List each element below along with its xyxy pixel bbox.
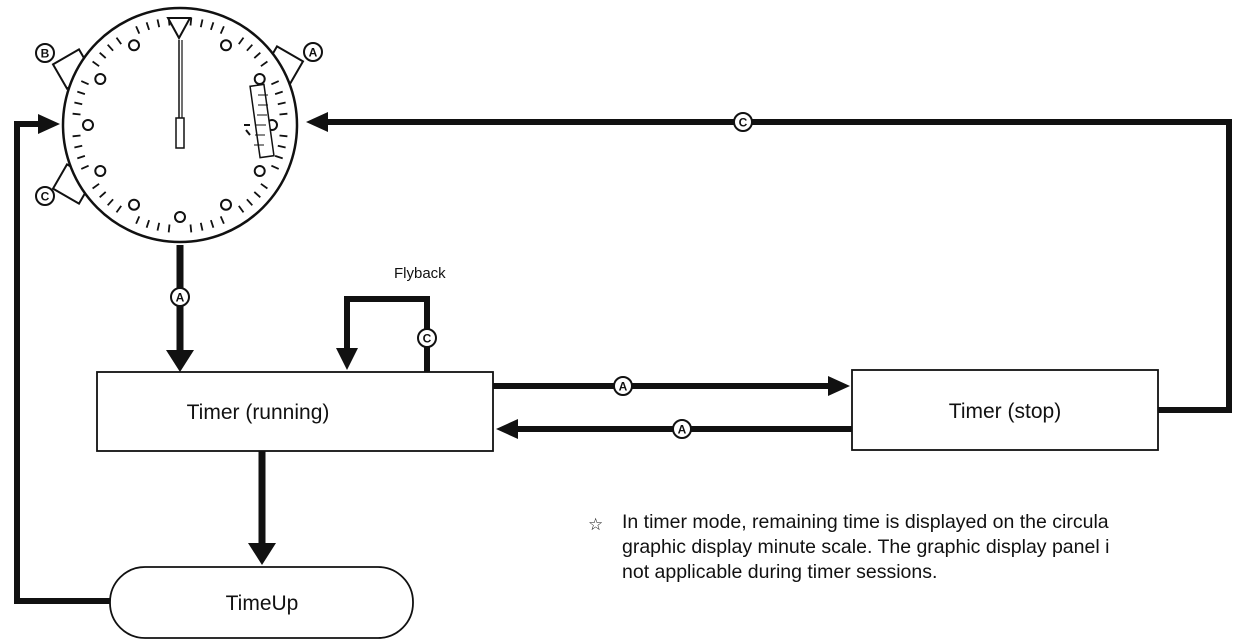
minute-tick (156, 222, 161, 231)
watch-button-a: A (303, 42, 323, 62)
minute-tick (72, 112, 81, 116)
arrow-timeup-to-watch (14, 114, 110, 604)
hour-marker (220, 198, 232, 211)
button-c-letter: C (41, 190, 50, 204)
minute-tick (253, 52, 261, 59)
timeup-label: TimeUp (226, 592, 299, 615)
minute-tick (189, 17, 193, 26)
arrow-stop-to-running: A (496, 419, 852, 439)
hour-marker (128, 198, 140, 211)
minute-tick (115, 37, 122, 45)
flyback-label: Flyback (394, 265, 446, 282)
hour-marker (174, 211, 186, 223)
watch-button-b: B (35, 43, 55, 63)
minute-tick (274, 90, 283, 95)
arrow-label-a: A (176, 291, 185, 305)
minute-tick (99, 52, 107, 59)
minute-tick (246, 44, 253, 52)
minute-tick (210, 22, 215, 31)
timer-mode-note: ☆ In timer mode, remaining time is displ… (588, 510, 1235, 585)
hour-marker (253, 73, 266, 85)
minute-tick (77, 90, 86, 95)
arrow-label-a: A (678, 423, 687, 437)
arrow-running-to-stop: A (493, 376, 850, 396)
minute-tick (167, 224, 171, 233)
timeup-box: TimeUp (109, 566, 414, 639)
arrow-flyback-loop: C (336, 296, 437, 372)
minute-tick (156, 19, 161, 28)
minute-tick (135, 216, 141, 225)
minute-tick (219, 25, 225, 34)
hour-marker (94, 73, 107, 85)
minute-tick (92, 60, 100, 67)
arrow-stop-to-watch: C (306, 112, 1232, 413)
hour-marker (128, 39, 140, 52)
minute-tick (77, 155, 86, 160)
minute-tick (92, 183, 100, 190)
arrow-label-c: C (423, 332, 432, 346)
minute-tick (115, 205, 122, 213)
minute-tick (107, 198, 114, 206)
minute-tick (74, 101, 83, 106)
hour-marker (220, 39, 232, 52)
minute-tick (260, 60, 268, 67)
minute-tick (210, 219, 215, 228)
minute-tick (99, 191, 107, 198)
minute-tick (271, 80, 280, 86)
minute-tick (260, 183, 268, 190)
arrow-watch-to-running: A (166, 245, 194, 372)
star-icon: ☆ (588, 515, 604, 534)
minute-tick (107, 44, 114, 52)
note-line-2: graphic display minute scale. The graphi… (622, 536, 1110, 558)
minute-tick (274, 155, 283, 160)
arrow-label-c: C (739, 116, 748, 130)
minute-tick (74, 144, 83, 149)
timer-stop-box: Timer (stop) (851, 369, 1159, 451)
watch-tick-marks (72, 17, 288, 233)
minute-tick (238, 205, 245, 213)
hour-marker (82, 119, 94, 131)
minute-tick (246, 198, 253, 206)
minute-tick (253, 191, 261, 198)
timer-stop-label: Timer (stop) (949, 400, 1061, 423)
minute-tick (238, 37, 245, 45)
minute-tick (135, 25, 141, 34)
watch-face-icon (51, 6, 305, 244)
minute-tick (199, 222, 204, 231)
button-b-letter: B (41, 47, 50, 61)
note-line-1: In timer mode, remaining time is display… (622, 511, 1109, 533)
hour-marker (94, 165, 107, 177)
note-line-3: not applicable during timer sessions. (622, 561, 938, 583)
minute-tick (145, 22, 150, 31)
arrow-running-to-timeup (248, 451, 276, 565)
timer-running-label: Timer (running) (187, 401, 330, 424)
timer-running-box: Timer (running) (96, 371, 494, 452)
watch-button-c: C (35, 186, 55, 206)
minute-tick (271, 164, 280, 170)
minute-tick (189, 224, 193, 233)
minute-tick (145, 219, 150, 228)
minute-tick (279, 112, 288, 116)
arrow-label-a: A (619, 380, 628, 394)
minute-tick (72, 134, 81, 138)
minute-tick (277, 144, 286, 149)
minute-tick (277, 101, 286, 106)
graphic-display-panel (244, 83, 275, 159)
button-a-letter: A (309, 46, 318, 60)
minute-tick (279, 134, 288, 138)
hour-marker (253, 165, 266, 177)
minute-tick (80, 164, 89, 170)
minute-tick (80, 80, 89, 86)
minute-tick (199, 19, 204, 28)
minute-tick (219, 216, 225, 225)
